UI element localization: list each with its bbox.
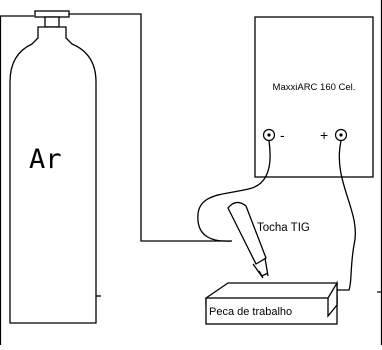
negative-terminal-sign: - (280, 127, 285, 143)
welding-machine (254, 16, 374, 178)
tig-torch (227, 201, 269, 279)
gas-cylinder (9, 10, 101, 324)
workpiece-front (205, 297, 338, 325)
cylinder-body (9, 26, 97, 324)
torch-handle (227, 201, 267, 265)
positive-terminal-sign: + (320, 127, 328, 143)
work-cable (336, 140, 356, 291)
torch-label: Tocha TIG (257, 222, 310, 234)
cylinder-label: Ar (29, 144, 62, 175)
workpiece (205, 280, 338, 325)
cylinder-valve (44, 16, 60, 28)
gas-hose (69, 13, 232, 242)
cylinder-valve-handle (34, 10, 70, 18)
torch-cable (197, 140, 271, 242)
positive-terminal (334, 128, 348, 142)
workpiece-label: Peca de trabalho (209, 306, 292, 318)
negative-terminal-pin (267, 133, 271, 137)
positive-terminal-pin (339, 133, 343, 137)
workpiece-side (327, 280, 338, 318)
negative-terminal (262, 128, 276, 142)
torch-arc (258, 270, 269, 277)
machine-label: MaxxiARC 160 Cel. (273, 82, 356, 93)
